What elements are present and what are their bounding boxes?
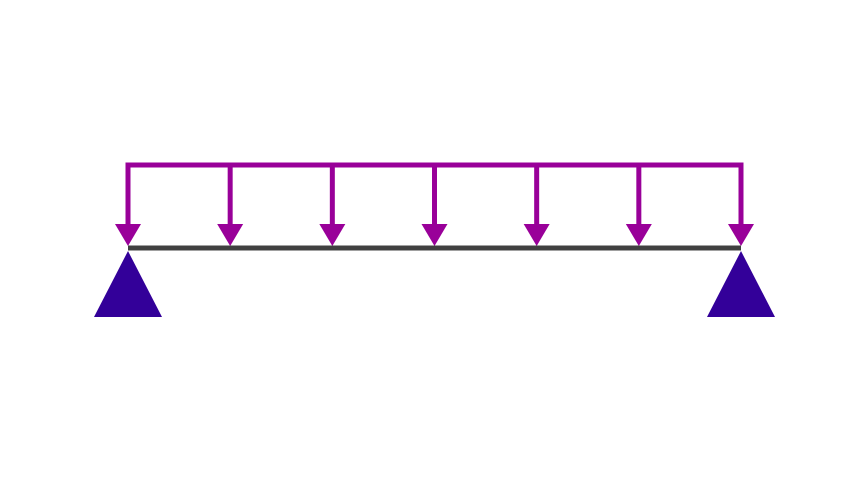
load-arrow <box>421 165 448 246</box>
load-arrow-head <box>115 224 141 246</box>
load-arrow-head <box>421 224 448 246</box>
load-arrow <box>728 165 754 246</box>
right-support <box>707 251 775 317</box>
load-arrow <box>523 165 550 246</box>
load-arrow-head <box>728 224 754 246</box>
load-arrow-head <box>319 224 346 246</box>
left-support <box>94 251 162 317</box>
load-arrow-head <box>217 224 244 246</box>
load-arrow-head <box>625 224 652 246</box>
supports <box>94 251 775 317</box>
distributed-load <box>115 162 754 246</box>
load-arrow <box>319 165 346 246</box>
load-arrow <box>625 165 652 246</box>
load-arrow <box>115 165 141 246</box>
load-arrow <box>217 165 244 246</box>
load-arrow-head <box>523 224 550 246</box>
